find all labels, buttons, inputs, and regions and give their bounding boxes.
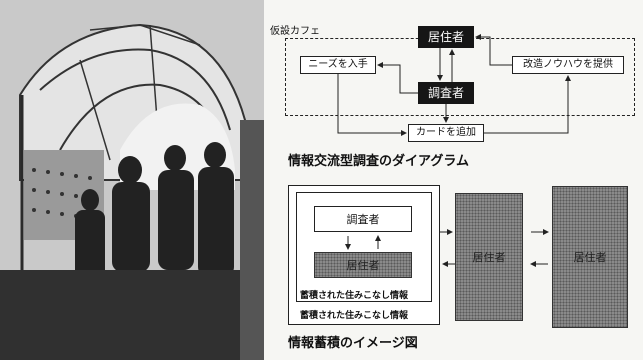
info-inner-label: 蓄積された住みこなし情報 bbox=[300, 291, 409, 301]
needs-box: ニーズを入手 bbox=[300, 56, 376, 74]
tent-cafe-photo bbox=[0, 0, 264, 360]
cafe-container-dashed bbox=[285, 38, 635, 116]
diagram2-caption: 情報蓄積のイメージ図 bbox=[288, 336, 418, 351]
tent-illustration bbox=[0, 0, 264, 360]
info-outer-label: 蓄積された住みこなし情報 bbox=[300, 311, 409, 321]
add-card-box: カードを追加 bbox=[408, 124, 484, 142]
diagram1-caption: 情報交流型調査のダイアグラム bbox=[288, 154, 469, 169]
resident-right-box: 居住者 bbox=[552, 186, 628, 328]
resident-inner-box: 居住者 bbox=[314, 252, 412, 278]
surveyor-box-2: 調査者 bbox=[314, 206, 412, 232]
cafe-container-label: 仮設カフェ bbox=[270, 26, 320, 37]
knowhow-box: 改造ノウハウを提供 bbox=[512, 56, 624, 74]
resident-mid-box: 居住者 bbox=[455, 193, 523, 321]
resident-box: 居住者 bbox=[418, 26, 474, 48]
surveyor-box: 調査者 bbox=[418, 82, 474, 104]
